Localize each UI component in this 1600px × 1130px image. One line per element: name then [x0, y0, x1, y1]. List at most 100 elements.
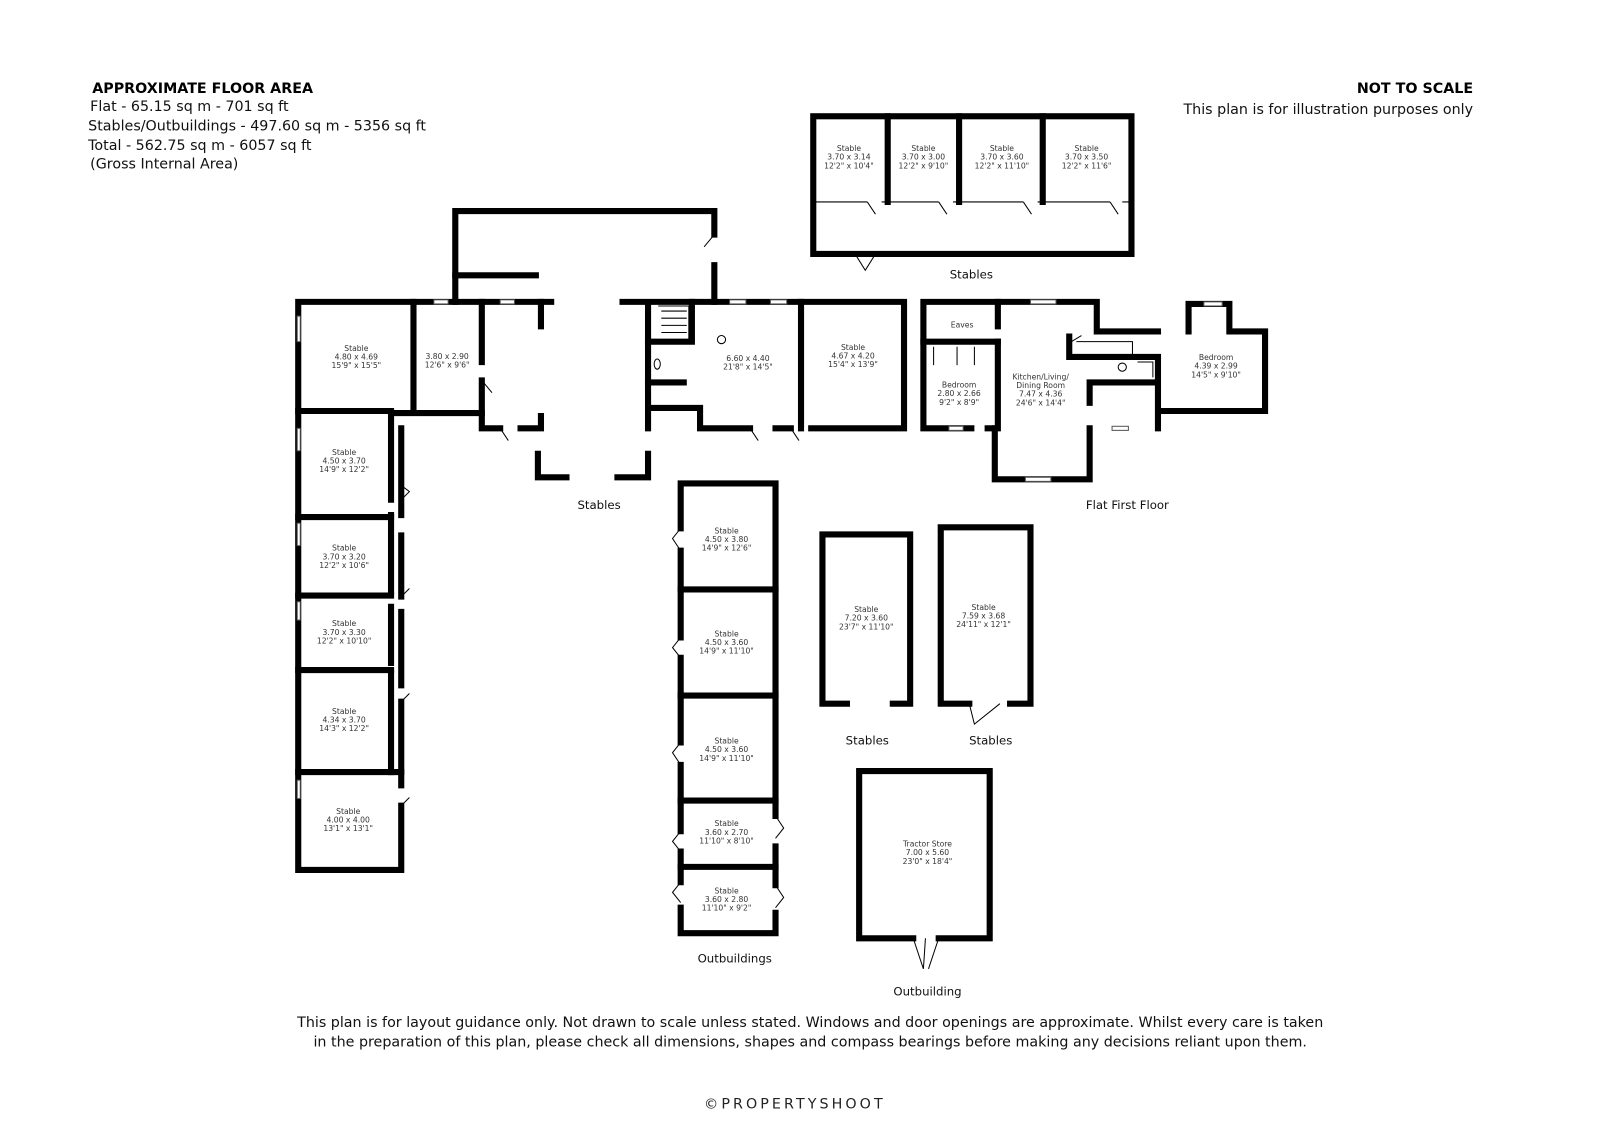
room-label-line: 3.60 x 2.80	[705, 895, 748, 904]
room-label-line: 23'7" x 11'10"	[839, 622, 894, 631]
room-label-line: 4.00 x 4.00	[327, 816, 370, 825]
room-label-line: Bedroom	[942, 381, 976, 390]
room-label-line: 3.70 x 3.60	[980, 153, 1023, 162]
label-top-stables: Stables	[950, 267, 993, 281]
room-label-line: 14'9" x 12'2"	[319, 465, 369, 474]
room-label-line: 14'5" x 9'10"	[1191, 370, 1241, 379]
room-label: Eaves	[951, 320, 974, 329]
floor-area-total: Total - 562.75 sq m - 6057 sq ft	[87, 138, 312, 154]
label-stables-b: Stables	[969, 733, 1012, 747]
room-label-line: 13'1" x 13'1"	[323, 824, 373, 833]
floor-area-stables: Stables/Outbuildings - 497.60 sq m - 535…	[88, 119, 426, 135]
room-label-line: 7.47 x 4.36	[1019, 390, 1062, 399]
room-label-line: 7.00 x 5.60	[906, 848, 949, 857]
top-stables-block	[810, 113, 1135, 272]
floor-area-gia: (Gross Internal Area)	[90, 156, 238, 172]
room-label-line: Stable	[971, 603, 995, 612]
room-label-line: 6.60 x 4.40	[726, 354, 769, 363]
room-label-line: 12'6" x 9'6"	[425, 361, 470, 370]
room-label-line: Stable	[332, 707, 356, 716]
room-label-line: 4.50 x 3.60	[705, 638, 748, 647]
room-label-line: 15'9" x 15'5"	[332, 361, 382, 370]
label-outbuildings: Outbuildings	[698, 952, 772, 966]
room-label-line: Stable	[841, 343, 865, 352]
room-label-line: Bedroom	[1199, 353, 1234, 362]
room-label-line: Stable	[1075, 144, 1099, 153]
detached-stables-b	[937, 524, 1034, 725]
room-label-line: 21'8" x 14'5"	[723, 363, 773, 372]
room-label-line: 12'2" x 9'10"	[899, 161, 949, 170]
room-label-line: 24'6" x 14'4"	[1016, 398, 1066, 407]
room-label-line: 11'10" x 8'10"	[699, 836, 754, 845]
room-label-line: 12'2" x 10'4"	[824, 161, 874, 170]
tractor-store-block	[856, 767, 993, 970]
disclaimer-line-1: This plan is for layout guidance only. N…	[296, 1015, 1323, 1031]
room-label-line: 23'0" x 18'4"	[903, 857, 953, 866]
room-label-line: 7.20 x 3.60	[845, 614, 888, 623]
room-label-line: 4.67 x 4.20	[831, 351, 874, 360]
room-label-line: Kitchen/Living/	[1012, 372, 1069, 381]
room-label-line: 14'9" x 12'6"	[702, 544, 752, 553]
room-label-line: 4.80 x 4.69	[335, 352, 378, 361]
room-label-line: Tractor Store	[902, 839, 952, 848]
room-label-line: 14'3" x 12'2"	[319, 724, 369, 733]
room-label-line: Stable	[911, 144, 935, 153]
label-stables-a: Stables	[846, 733, 889, 747]
room-label-line: 3.70 x 3.00	[902, 153, 945, 162]
room-label-line: Stable	[332, 544, 356, 553]
room-label-line: 12'2" x 10'10"	[317, 637, 372, 646]
room-label-line: 15'4" x 13'9"	[828, 360, 878, 369]
room-label-line: Stable	[714, 819, 738, 828]
main-stables-block	[295, 208, 908, 873]
outbuildings-block	[671, 480, 785, 937]
room-label-line: 24'11" x 12'1"	[956, 620, 1011, 629]
room-label-line: 12'2" x 11'10"	[975, 161, 1030, 170]
room-label-line: 4.50 x 3.80	[705, 535, 748, 544]
label-flat: Flat First Floor	[1086, 498, 1169, 512]
room-label-line: 3.80 x 2.90	[425, 352, 468, 361]
floor-area-flat: Flat - 65.15 sq m - 701 sq ft	[90, 99, 289, 115]
room-label-line: Eaves	[951, 320, 974, 329]
label-outbuilding: Outbuilding	[893, 984, 961, 998]
detached-stables-a	[819, 531, 914, 707]
room-label-line: Stable	[714, 526, 738, 535]
floor-area-title: APPROXIMATE FLOOR AREA	[92, 81, 313, 97]
room-label-line: 3.70 x 3.30	[322, 628, 365, 637]
illustration-note: This plan is for illustration purposes o…	[1182, 102, 1473, 118]
room-label-line: Dining Room	[1016, 381, 1065, 390]
room-label-line: 3.70 x 3.50	[1065, 153, 1108, 162]
room-label-line: 4.50 x 3.70	[322, 457, 365, 466]
room-label-line: 11'10" x 9'2"	[702, 904, 752, 913]
not-to-scale: NOT TO SCALE	[1357, 81, 1473, 97]
label-main-stables: Stables	[577, 498, 620, 512]
room-label-line: 14'9" x 11'10"	[699, 754, 754, 763]
disclaimer-line-2: in the preparation of this plan, please …	[313, 1034, 1306, 1050]
propertyshoot-logo: ©PROPERTYSHOOT	[704, 1097, 886, 1113]
room-label-line: 9'2" x 8'9"	[939, 398, 979, 407]
room-label-line: 4.39 x 2.99	[1194, 362, 1237, 371]
room-label-line: Stable	[854, 605, 878, 614]
room-label-line: Stable	[336, 807, 360, 816]
room-label-line: 7.59 x 3.68	[962, 612, 1005, 621]
room-label-line: Stable	[344, 344, 368, 353]
room-label-line: 3.70 x 3.14	[827, 153, 870, 162]
